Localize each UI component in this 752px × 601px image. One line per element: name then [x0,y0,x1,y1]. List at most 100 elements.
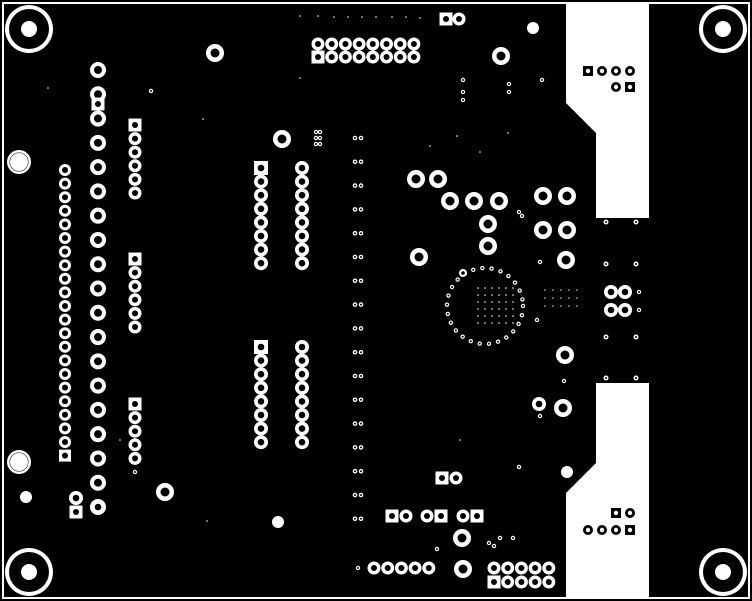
via-hole [354,137,356,139]
drill-hole [315,54,321,60]
drill-hole [560,350,570,360]
drill-hole [607,288,615,296]
via-dot [333,16,335,18]
via-dot [361,16,363,18]
drill-hole [62,289,68,296]
via-hole [605,263,607,265]
drill-hole [562,191,572,201]
drill-hole [257,191,265,199]
drill-hole [458,564,468,574]
drill-hole [558,403,568,413]
drill-hole [383,41,390,47]
drill-hole [461,271,465,275]
via-dot [299,15,301,17]
via-dot [484,315,486,317]
drill-hole [561,255,571,265]
drill-hole [94,90,102,99]
via-hole [315,131,317,133]
via-dot [405,16,407,18]
drill-hole [585,527,591,533]
via-hole [513,281,516,284]
via-hole [496,340,499,343]
drill-hole [132,414,138,421]
via-hole [360,137,362,139]
drill-hole [257,438,265,446]
drill-hole [257,425,265,432]
via-dot [391,16,393,18]
mounting-hole-center [715,564,731,580]
via-dot [317,15,319,17]
drill-hole [132,190,138,196]
drill-hole [599,527,605,533]
fiducial-inner [10,453,28,471]
drill-hole [504,579,511,585]
drill-hole [483,241,493,251]
drill-hole [257,219,265,226]
via-dot [299,77,301,79]
drill-hole [411,174,421,184]
drill-hole [469,196,479,206]
via-dot [484,322,486,324]
drill-hole [474,513,480,519]
solid-pad [20,491,32,503]
via-hole [360,327,362,330]
drill-hole [397,54,404,60]
via-hole [541,79,543,81]
drill-hole [132,269,138,276]
via-dot [491,301,493,303]
drill-hole [298,178,306,185]
via-dot [491,287,493,289]
drill-hole [94,357,102,366]
drill-hole [298,438,306,446]
drill-hole [627,68,633,74]
drill-hole [298,370,306,378]
drill-hole [621,288,629,296]
drill-hole [257,246,265,253]
via-dot [456,135,458,137]
via-hole [447,294,450,297]
drill-hole [613,510,619,516]
drill-hole [62,452,68,459]
via-hole [518,289,521,292]
via-dot [505,287,507,289]
drill-hole [62,194,68,201]
drill-hole [132,122,138,128]
drill-hole [62,425,68,432]
drill-hole [94,114,102,123]
drill-hole [94,308,102,317]
via-hole [481,267,484,270]
via-dot [512,287,514,289]
via-dot [498,294,500,296]
via-dot [347,16,349,18]
via-hole [150,90,152,92]
drill-hole [545,565,552,571]
drill-hole [504,565,511,571]
drill-hole [62,384,68,391]
via-hole [487,342,490,345]
via-dot [484,287,486,289]
drill-hole [328,54,335,60]
drill-hole [438,513,444,519]
drill-hole [94,478,102,487]
via-dot [512,315,514,317]
mounting-hole-center [21,21,37,37]
via-dot [477,322,479,324]
via-dot [498,308,500,310]
drill-hole [72,494,80,502]
drill-hole [410,41,417,47]
drill-hole [607,306,615,314]
via-hole [360,279,362,282]
drill-hole [627,527,633,533]
via-dot [568,289,570,291]
via-hole [635,336,637,338]
drill-hole [491,565,497,571]
via-dot [419,17,421,19]
via-hole [354,279,356,282]
drill-hole [132,441,138,448]
drill-hole [62,180,68,187]
drill-hole [298,425,306,432]
drill-hole [94,211,102,220]
via-hole [360,446,362,449]
via-hole [354,470,356,473]
via-dot [491,322,493,324]
